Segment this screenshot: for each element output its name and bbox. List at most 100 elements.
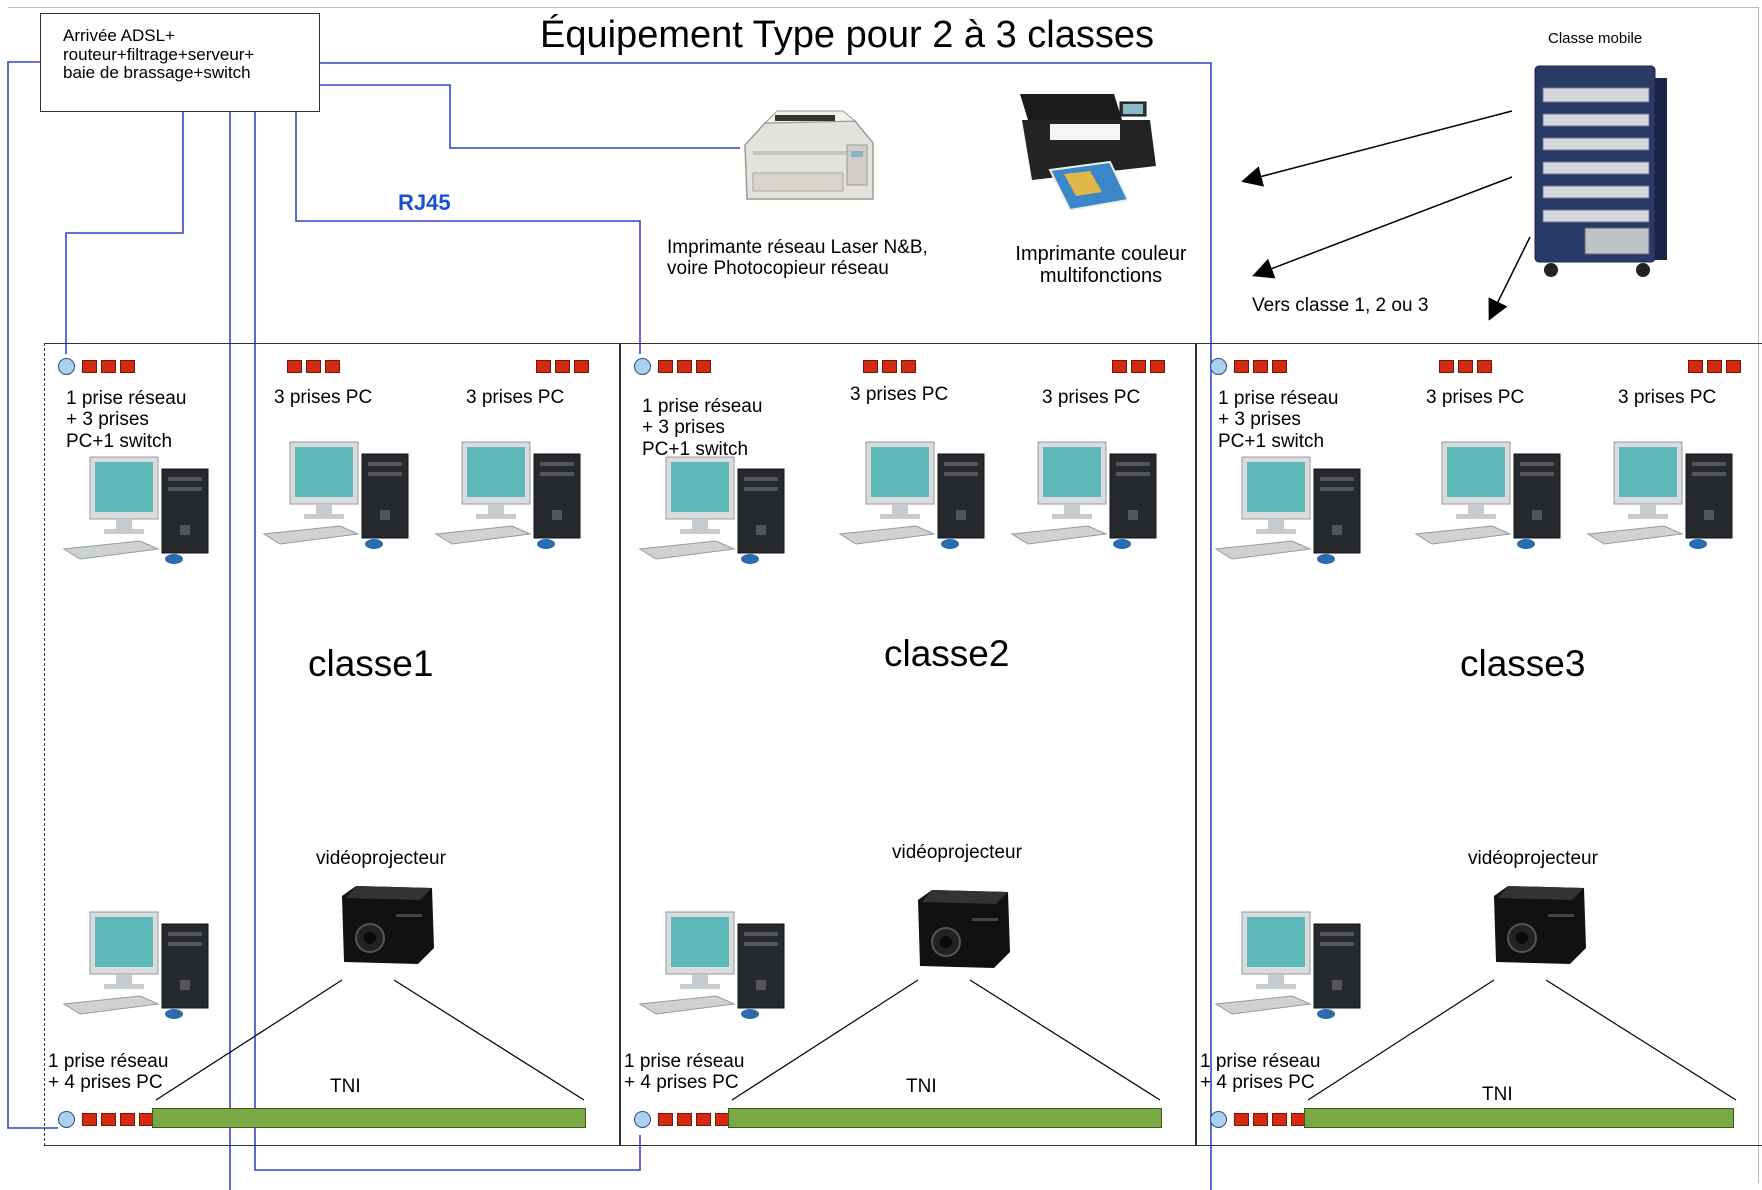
classe1-projector-icon [342,886,434,964]
pc-socket-icon [658,359,673,373]
classe3-top-mid-label: 3 prises PC [1426,387,1525,408]
cable-to-classe2-board-port [254,110,641,1171]
cable-rj45-to-classe2 [295,110,641,354]
classe1-top-left-label: 1 prise réseau + 3 prises PC+1 switch [66,388,187,452]
classe2-top-left-label: 1 prise réseau + 3 prises PC+1 switch [642,396,763,460]
classe3-top-right-label: 3 prises PC [1618,387,1717,408]
classe3-pc-top-left-icon [1214,456,1361,564]
room-classe2 [620,343,1196,1146]
classe1-top-mid-sockets [287,358,340,374]
pc-socket-icon [555,359,570,373]
classe2-name: classe2 [884,633,1010,674]
classe3-top-mid-sockets [1439,358,1492,374]
classe2-interactive-whiteboard [728,1108,1162,1128]
classe2-top-right-sockets [1112,358,1165,374]
pc-socket-icon [1688,359,1703,373]
classe1-top-mid-label: 3 prises PC [274,387,373,408]
classe1-pc-top-mid-icon [262,441,409,549]
classe3-projector-icon [1494,886,1586,964]
pc-socket-icon [1150,359,1165,373]
network-port-icon [58,357,75,375]
classe2-tni-label: TNI [906,1076,937,1097]
classe3-bottom-sockets [1210,1110,1306,1128]
classe1-top-right-sockets [536,358,589,374]
pc-socket-icon [1234,359,1249,373]
pc-socket-icon [1458,359,1473,373]
pc-socket-icon [696,359,711,373]
network-port-icon [1210,1110,1227,1128]
classe1-pc-bottom-icon [62,911,209,1019]
pc-socket-icon [1131,359,1146,373]
pc-socket-icon [901,359,916,373]
network-port-icon [1210,357,1227,375]
pc-socket-icon [1707,359,1722,373]
classe1-name: classe1 [308,643,434,684]
classe2-bottom-label: 1 prise réseau + 4 prises PC [624,1051,745,1094]
pc-socket-icon [1272,359,1287,373]
network-port-icon [58,1110,75,1128]
pc-socket-icon [677,359,692,373]
classe1-tni-label: TNI [330,1076,361,1097]
classe3-top-left-label: 1 prise réseau + 3 prises PC+1 switch [1218,388,1339,452]
diagram-title: Équipement Type pour 2 à 3 classes [540,14,1155,56]
room-classe3 [1196,343,1762,1146]
classe2-top-right-label: 3 prises PC [1042,387,1141,408]
classe1-pc-top-right-icon [434,441,581,549]
network-head-box: Arrivée ADSL+ routeur+filtrage+serveur+ … [40,13,320,112]
pc-socket-icon [1234,1112,1249,1126]
pc-socket-icon [1253,1112,1268,1126]
pc-socket-icon [306,359,321,373]
pc-socket-icon [696,1112,711,1126]
pc-socket-icon [120,1112,135,1126]
classe2-pc-top-left-icon [638,456,785,564]
outer-frame [8,7,1759,1183]
classe1-projector-label: vidéoprojecteur [316,848,446,869]
classe1-top-left-sockets [58,357,135,375]
classe1-bottom-sockets [58,1110,154,1128]
pc-socket-icon [574,359,589,373]
classe1-pc-top-left-icon [62,456,209,564]
pc-socket-icon [287,359,302,373]
classe2-pc-top-right-icon [1010,441,1157,549]
pc-socket-icon [120,359,135,373]
classe2-top-mid-sockets [863,358,916,374]
cable-to-classe3 [318,62,1212,1190]
pc-socket-icon [1726,359,1741,373]
classe2-projector-icon [918,890,1010,968]
pc-socket-icon [863,359,878,373]
pc-socket-icon [325,359,340,373]
classe3-pc-top-mid-icon [1414,441,1561,549]
classe2-bottom-sockets [634,1110,730,1128]
color-printer-label: Imprimante couleur multifonctions [1015,243,1187,288]
classe3-interactive-whiteboard [1304,1108,1734,1128]
pc-socket-icon [1439,359,1454,373]
cable-to-laser-printer [318,84,740,149]
mobile-cart-icon [1534,65,1667,277]
pc-socket-icon [1477,359,1492,373]
network-port-icon [634,357,651,375]
color-printer-icon [1020,94,1156,212]
pc-socket-icon [82,1112,97,1126]
pc-socket-icon [1112,359,1127,373]
classe3-name: classe3 [1460,643,1586,684]
pc-socket-icon [658,1112,673,1126]
classe3-top-left-sockets [1210,357,1287,375]
pc-socket-icon [1272,1112,1287,1126]
classe2-projector-label: vidéoprojecteur [892,842,1022,863]
room-classe1 [44,343,620,1146]
pc-socket-icon [1253,359,1268,373]
cable-to-classe1-board-port [7,61,58,1129]
laser-printer-label: Imprimante réseau Laser N&B, voire Photo… [667,237,928,280]
classe3-projector-label: vidéoprojecteur [1468,848,1598,869]
pc-socket-icon [536,359,551,373]
pc-socket-icon [101,359,116,373]
network-port-icon [634,1110,651,1128]
classe3-tni-label: TNI [1482,1084,1513,1105]
classe3-top-right-sockets [1688,358,1741,374]
pc-socket-icon [677,1112,692,1126]
classe3-pc-top-right-icon [1586,441,1733,549]
classe1-interactive-whiteboard [152,1108,586,1128]
classe2-top-left-sockets [634,357,711,375]
